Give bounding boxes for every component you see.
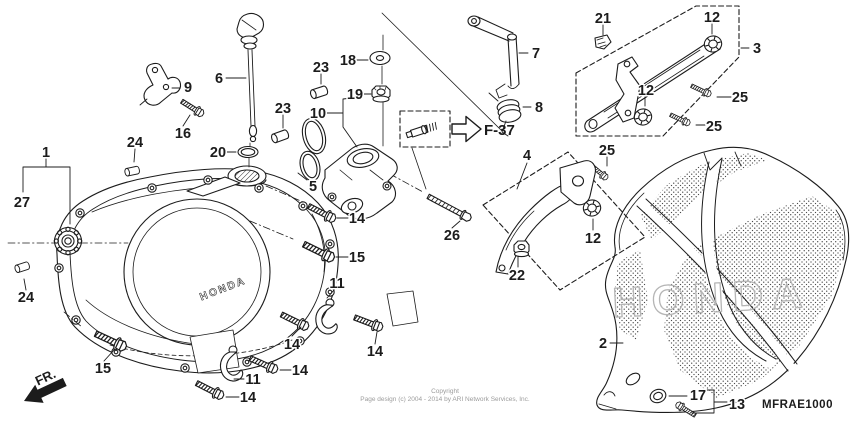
part-17-cap [649, 388, 667, 404]
construction-lines [7, 12, 503, 328]
f37-reference-label: F-37 [484, 122, 515, 139]
part-23-bushing [269, 128, 291, 145]
callout-3: 3 [753, 41, 761, 57]
callout-8: 8 [535, 100, 543, 116]
front-arrow-icon [24, 377, 67, 403]
part-16-bolt [178, 96, 207, 120]
leader-lines [22, 23, 750, 414]
part-18-washer [369, 50, 391, 66]
callout-25: 25 [706, 119, 722, 135]
assembly-4-box [482, 151, 646, 291]
part-2-side-cover: HONDA [596, 146, 850, 413]
callout-14: 14 [349, 211, 365, 227]
callout-13: 13 [729, 397, 745, 413]
part-22-nut [513, 240, 530, 258]
callout-12: 12 [638, 83, 654, 99]
copyright-line-1: Copyright [431, 388, 459, 395]
part-21-clip-nut [594, 34, 612, 50]
callout-7: 7 [532, 46, 540, 62]
callout-24: 24 [127, 135, 143, 151]
callout-10: 10 [310, 106, 326, 122]
side-cover-honda-watermark: HONDA [611, 269, 812, 326]
callout-layer: 1 27 24 24 9 16 6 20 18 19 23 23 10 5 7 8 21 12 3 12 25 25 25 4… [12, 9, 762, 415]
diagram-code: MFRAE1000 [762, 399, 833, 411]
callout-9: 9 [184, 80, 192, 96]
f37-fitting [405, 121, 437, 139]
callout-15: 15 [95, 361, 111, 377]
part-14-bolt [351, 311, 385, 334]
part-10-housing [321, 143, 398, 220]
callout-11: 11 [245, 372, 260, 388]
callout-20: 20 [210, 145, 226, 161]
callout-14: 14 [240, 390, 256, 406]
part-27-bearing [53, 226, 83, 256]
callout-21: 21 [595, 11, 611, 27]
callout-12: 12 [585, 231, 601, 247]
part-5-gasket [299, 117, 327, 182]
callout-25: 25 [599, 143, 615, 159]
f37-detail-box [399, 110, 451, 148]
part-20-o-ring [237, 145, 259, 159]
f37-arrow [451, 115, 482, 143]
callout-24: 24 [18, 290, 34, 306]
part-24-dowel [123, 165, 141, 177]
callout-22: 22 [509, 268, 525, 284]
callout-12: 12 [704, 10, 720, 26]
side-cover-hole [625, 372, 641, 386]
part-7-rod [467, 15, 520, 99]
callout-27: 27 [14, 195, 30, 211]
part-23-bushing [308, 84, 330, 100]
callout-25: 25 [732, 90, 748, 106]
callout-11: 11 [329, 276, 344, 292]
part-6-dipstick [236, 13, 265, 143]
callout-14: 14 [367, 344, 383, 360]
callout-26: 26 [444, 228, 460, 244]
oil-filler-neck [227, 165, 267, 187]
part-25-bolt [668, 110, 692, 128]
callout-4: 4 [523, 148, 531, 164]
part-25-bolt [689, 81, 713, 99]
callout-19: 19 [347, 87, 363, 103]
callout-14: 14 [292, 363, 308, 379]
callout-17: 17 [690, 388, 706, 404]
part-9-lever [139, 62, 182, 106]
copyright-line-2: Page design (c) 2004 - 2014 by ARI Netwo… [360, 396, 530, 403]
cover-flap [386, 290, 419, 327]
callout-5: 5 [309, 179, 317, 195]
callout-1: 1 [42, 145, 50, 161]
callout-6: 6 [215, 71, 223, 87]
part-14-bolt [193, 377, 227, 403]
callout-23: 23 [275, 101, 291, 117]
callout-14: 14 [284, 337, 300, 353]
part-24-dowel [13, 260, 31, 274]
callout-23: 23 [313, 60, 329, 76]
assembly-3-box [575, 5, 740, 137]
callout-16: 16 [175, 126, 191, 142]
part-26-screw [426, 193, 472, 222]
part-19-nut [371, 85, 391, 103]
callout-15: 15 [349, 250, 365, 266]
part-8-spring [488, 92, 522, 137]
part-4-bracket [495, 160, 596, 275]
callout-18: 18 [340, 53, 356, 69]
callout-2: 2 [599, 336, 607, 352]
front-direction-arrow: FR. [24, 366, 67, 403]
